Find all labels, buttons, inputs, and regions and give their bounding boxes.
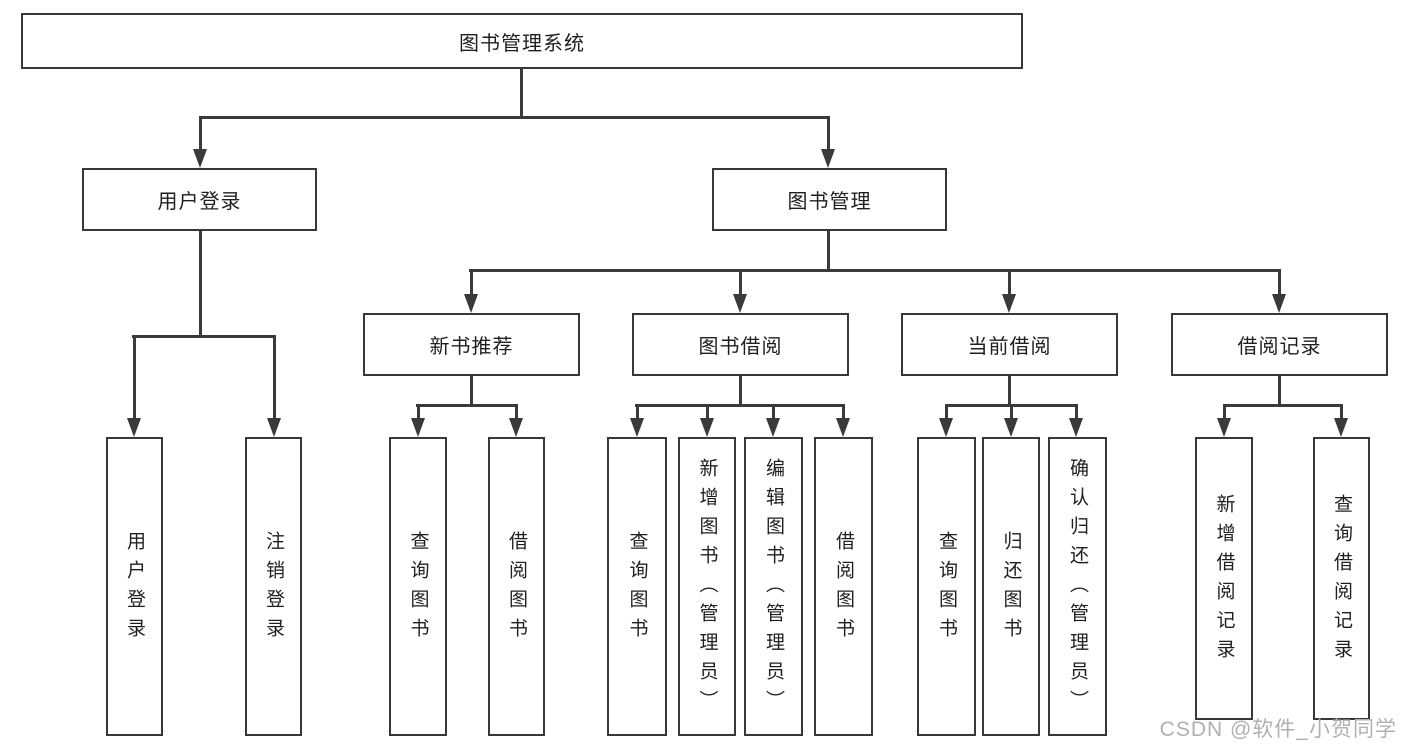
leaf-borrow-add-books-admin-label: 新增图书（管理员） [696,458,718,719]
arrow-down-icon [821,149,835,168]
connector-drop-leaf [842,404,845,419]
connector-drop-leaf [945,404,948,419]
node-user-login-label: 用户登录 [157,191,242,213]
connector-recommend-stem [470,376,473,407]
leaf-current-return-books: 归还图书 [982,437,1040,736]
arrow-down-icon [1334,418,1348,437]
csdn-watermark: CSDN @软件_小贺同学 [1159,718,1397,741]
leaf-logout-label: 注销登录 [263,530,284,647]
node-book-management: 图书管理 [712,168,947,231]
connector-user-stem [199,231,202,337]
arrow-down-icon [766,418,780,437]
arrow-down-icon [733,294,747,313]
connector-records-bar [1223,404,1342,407]
leaf-recommend-query-books: 查询图书 [389,437,447,736]
node-user-login: 用户登录 [82,168,317,231]
connector-drop-leaf [1010,404,1013,419]
node-current-borrow: 当前借阅 [901,313,1118,376]
leaf-borrow-query-books: 查询图书 [607,437,667,736]
node-current-borrow-label: 当前借阅 [967,336,1052,358]
arrow-down-icon [1002,294,1016,313]
node-borrow-records-label: 借阅记录 [1237,336,1322,358]
leaf-borrow-borrow-books: 借阅图书 [814,437,873,736]
node-root: 图书管理系统 [21,13,1023,69]
connector-drop-module [739,269,742,295]
connector-level1-bar [199,116,830,119]
connector-drop-module [1008,269,1011,295]
node-book-management-label: 图书管理 [787,191,872,213]
connector-drop-leaf [1340,404,1343,419]
connector-drop-book-management [827,116,830,150]
arrow-down-icon [193,149,207,168]
arrow-down-icon [836,418,850,437]
connector-drop-leaf [636,404,639,419]
leaf-recommend-borrow-books: 借阅图书 [488,437,545,736]
arrow-down-icon [939,418,953,437]
arrow-down-icon [411,418,425,437]
connector-current-stem [1008,376,1011,407]
arrow-down-icon [700,418,714,437]
connector-user-bar [132,335,276,338]
leaf-recommend-query-books-label: 查询图书 [407,530,429,647]
leaf-logout: 注销登录 [245,437,302,736]
connector-drop-leaf [706,404,709,419]
node-book-borrow-label: 图书借阅 [698,336,783,358]
leaf-records-add-record: 新增借阅记录 [1195,437,1253,720]
arrow-down-icon [1272,294,1286,313]
connector-drop-leaf [133,335,136,419]
leaf-current-query-books: 查询图书 [917,437,976,736]
leaf-current-query-books-label: 查询图书 [936,530,957,647]
connector-drop-leaf [417,404,420,419]
connector-root-stem [520,69,523,118]
leaf-current-confirm-return-admin-label: 确认归还（管理员） [1067,458,1088,719]
leaf-current-confirm-return-admin: 确认归还（管理员） [1048,437,1107,736]
connector-drop-module [1278,269,1281,295]
arrow-down-icon [630,418,644,437]
connector-drop-leaf [1075,404,1078,419]
leaf-records-add-record-label: 新增借阅记录 [1213,493,1235,668]
leaf-records-query-record: 查询借阅记录 [1313,437,1370,720]
node-book-borrow: 图书借阅 [632,313,849,376]
connector-modules-bar [469,269,1280,272]
leaf-recommend-borrow-books-label: 借阅图书 [506,530,527,647]
arrow-down-icon [509,418,523,437]
node-root-label: 图书管理系统 [459,32,585,55]
connector-drop-user-login [199,116,202,150]
leaf-current-return-books-label: 归还图书 [1000,530,1022,647]
connector-drop-leaf [273,335,276,419]
node-borrow-records: 借阅记录 [1171,313,1388,376]
leaf-user-login-label: 用户登录 [124,530,145,647]
connector-borrow-bar [635,404,845,407]
connector-drop-leaf [1223,404,1226,419]
leaf-borrow-add-books-admin: 新增图书（管理员） [678,437,736,736]
connector-recommend-bar [416,404,518,407]
connector-drop-leaf [515,404,518,419]
arrow-down-icon [1217,418,1231,437]
arrow-down-icon [464,294,478,313]
leaf-borrow-edit-books-admin: 编辑图书（管理员） [744,437,803,736]
leaf-user-login: 用户登录 [106,437,163,736]
arrow-down-icon [1069,418,1083,437]
connector-drop-leaf [772,404,775,419]
leaf-borrow-edit-books-admin-label: 编辑图书（管理员） [763,458,784,719]
connector-manage-stem [827,231,830,271]
connector-borrow-stem [739,376,742,407]
arrow-down-icon [267,418,281,437]
connector-records-stem [1278,376,1281,407]
node-new-book-recommend-label: 新书推荐 [429,336,514,358]
leaf-records-query-record-label: 查询借阅记录 [1331,493,1352,668]
leaf-borrow-borrow-books-label: 借阅图书 [833,530,854,647]
node-new-book-recommend: 新书推荐 [363,313,580,376]
leaf-borrow-query-books-label: 查询图书 [626,530,648,647]
connector-drop-module [470,269,473,295]
arrow-down-icon [1004,418,1018,437]
arrow-down-icon [127,418,141,437]
